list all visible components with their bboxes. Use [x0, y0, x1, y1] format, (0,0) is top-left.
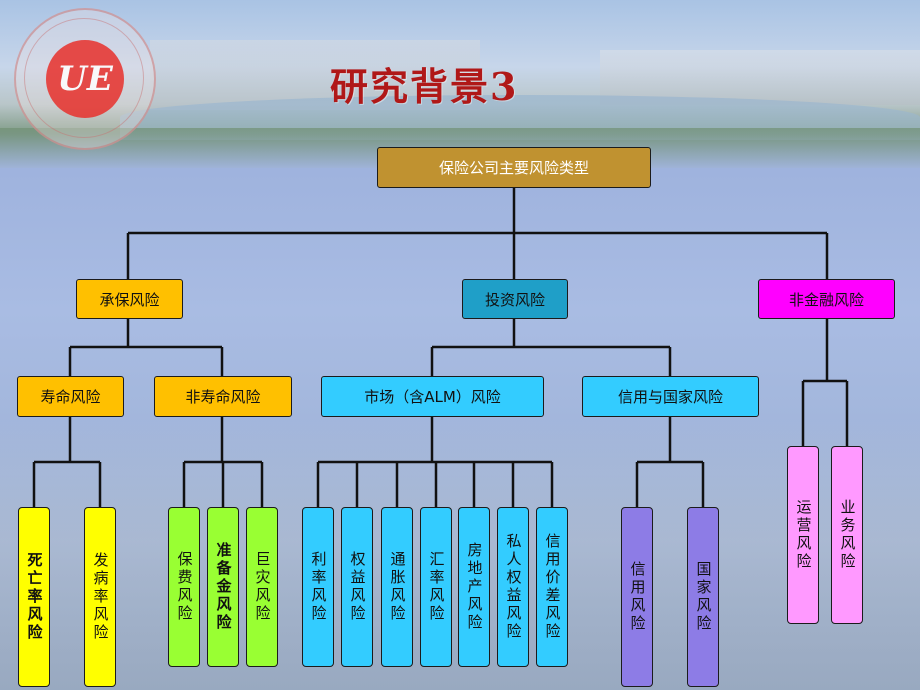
leaf-credit-risk: 信用风险 [621, 507, 653, 687]
leaf-operational-risk: 运营风险 [787, 446, 819, 624]
leaf-fx-risk: 汇率风险 [420, 507, 452, 667]
logo-ring [24, 18, 144, 138]
leaf-credit-spread-risk: 信用价差风险 [536, 507, 568, 667]
node-market-risk: 市场（含ALM）风险 [321, 376, 544, 417]
university-logo: UE [14, 8, 156, 150]
leaf-inflation-risk: 通胀风险 [381, 507, 413, 667]
leaf-reserve-risk: 准备金风险 [207, 507, 239, 667]
logo-emblem: UE [46, 40, 124, 118]
leaf-mortality-risk: 死亡率风险 [18, 507, 50, 687]
leaf-real-estate-risk: 房地产风险 [458, 507, 490, 667]
leaf-catastrophe-risk: 巨灾风险 [246, 507, 278, 667]
node-life-risk: 寿命风险 [17, 376, 124, 417]
leaf-private-equity-risk: 私人权益风险 [497, 507, 529, 667]
leaf-morbidity-risk: 发病率风险 [84, 507, 116, 687]
node-credit-country-risk: 信用与国家风险 [582, 376, 759, 417]
leaf-premium-risk: 保费风险 [168, 507, 200, 667]
node-root: 保险公司主要风险类型 [377, 147, 651, 188]
leaf-interest-rate-risk: 利率风险 [302, 507, 334, 667]
node-investment-risk: 投资风险 [462, 279, 568, 319]
leaf-country-risk: 国家风险 [687, 507, 719, 687]
node-underwriting-risk: 承保风险 [76, 279, 183, 319]
leaf-equity-risk: 权益风险 [341, 507, 373, 667]
node-nonlife-risk: 非寿命风险 [154, 376, 292, 417]
node-nonfinancial-risk: 非金融风险 [758, 279, 895, 319]
slide-title: 研究背景3 [330, 64, 519, 109]
leaf-business-risk: 业务风险 [831, 446, 863, 624]
